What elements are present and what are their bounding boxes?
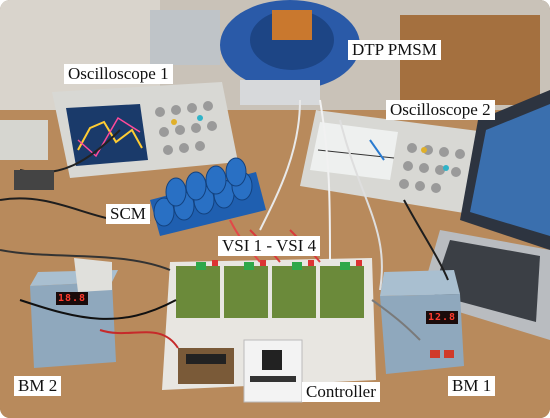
label-oscilloscope-1: Oscilloscope 1 xyxy=(64,64,173,84)
left-equipment xyxy=(0,120,48,160)
controller-board xyxy=(178,339,303,403)
label-dtp-pmsm: DTP PMSM xyxy=(348,40,441,60)
bm-1-voltage-display: 12.8 xyxy=(426,311,459,324)
scm-module xyxy=(150,157,266,236)
bm-2-voltage-display: 18.8 xyxy=(56,292,89,305)
oscilloscope-1-device xyxy=(52,82,238,178)
label-oscilloscope-2: Oscilloscope 2 xyxy=(386,100,495,120)
oscilloscope-2-device xyxy=(300,110,486,214)
cables xyxy=(0,99,449,349)
label-vsi: VSI 1 - VSI 4 xyxy=(218,236,321,256)
battery-module-bm2 xyxy=(30,258,118,368)
laptop xyxy=(420,90,550,340)
label-controller: Controller xyxy=(302,382,380,402)
vsi-boards xyxy=(176,260,364,318)
label-bm-1: BM 1 xyxy=(448,376,496,396)
wooden-crate xyxy=(400,15,540,105)
label-bm-2: BM 2 xyxy=(14,376,62,396)
label-scm: SCM xyxy=(106,204,150,224)
dtp-pmsm-motor xyxy=(150,0,360,105)
left-power-supply xyxy=(14,170,54,190)
